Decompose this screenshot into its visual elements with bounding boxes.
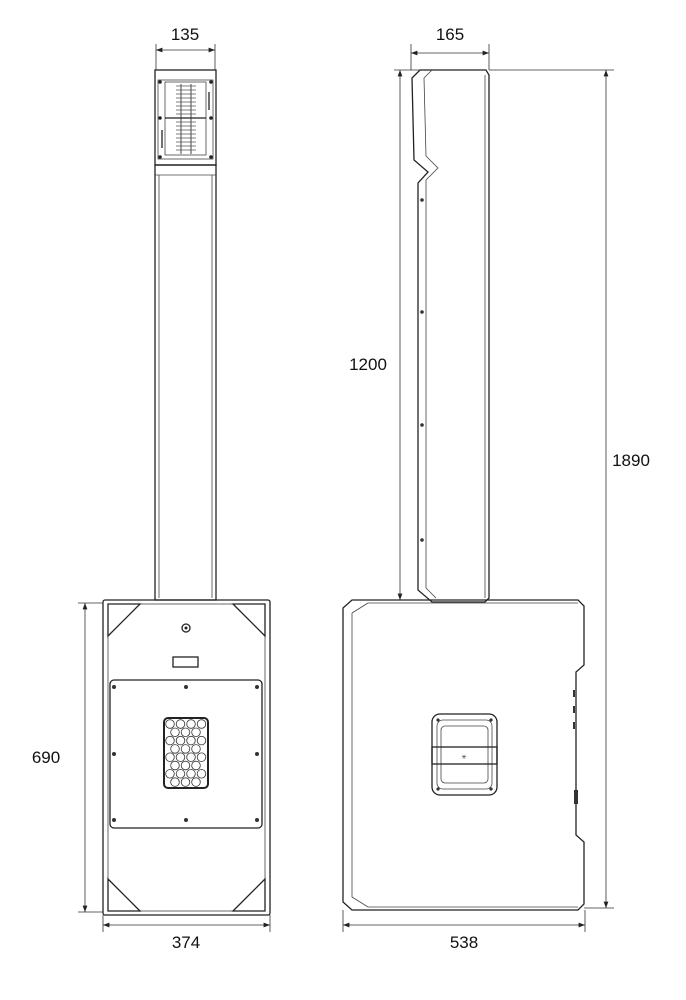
dim-1890-label: 1890 — [612, 451, 650, 470]
dimension-165: 165 — [410, 25, 490, 70]
amp-panel — [109, 679, 263, 829]
side-column — [411, 69, 490, 603]
carry-handle: ✳ — [431, 713, 498, 796]
vent-grille — [163, 717, 209, 789]
label-plate — [172, 656, 199, 668]
front-subwoofer — [102, 599, 271, 916]
dimension-1200: 1200 — [349, 69, 420, 600]
dimension-1890: 1890 — [489, 69, 650, 909]
front-column-top-module — [154, 69, 217, 166]
dim-374-label: 374 — [172, 933, 200, 952]
side-subwoofer: ✳ — [342, 599, 585, 911]
dimension-538: 538 — [342, 910, 586, 952]
dim-1200-label: 1200 — [349, 355, 387, 374]
dimension-135: 135 — [155, 25, 216, 70]
tweeter-slats — [176, 85, 196, 151]
dim-538-label: 538 — [450, 933, 478, 952]
hex-grille-pattern — [165, 719, 207, 787]
side-view: ✳ 165 1200 1890 538 — [342, 25, 650, 952]
svg-text:✳: ✳ — [461, 754, 466, 761]
dim-690-label: 690 — [32, 748, 60, 767]
knob — [181, 623, 191, 633]
front-column-body — [154, 164, 217, 601]
dimension-374: 374 — [102, 915, 271, 952]
dim-165-label: 165 — [436, 25, 464, 44]
dimension-690: 690 — [32, 602, 103, 913]
dim-135-label: 135 — [171, 25, 199, 44]
front-view: 135 690 374 — [32, 25, 271, 952]
